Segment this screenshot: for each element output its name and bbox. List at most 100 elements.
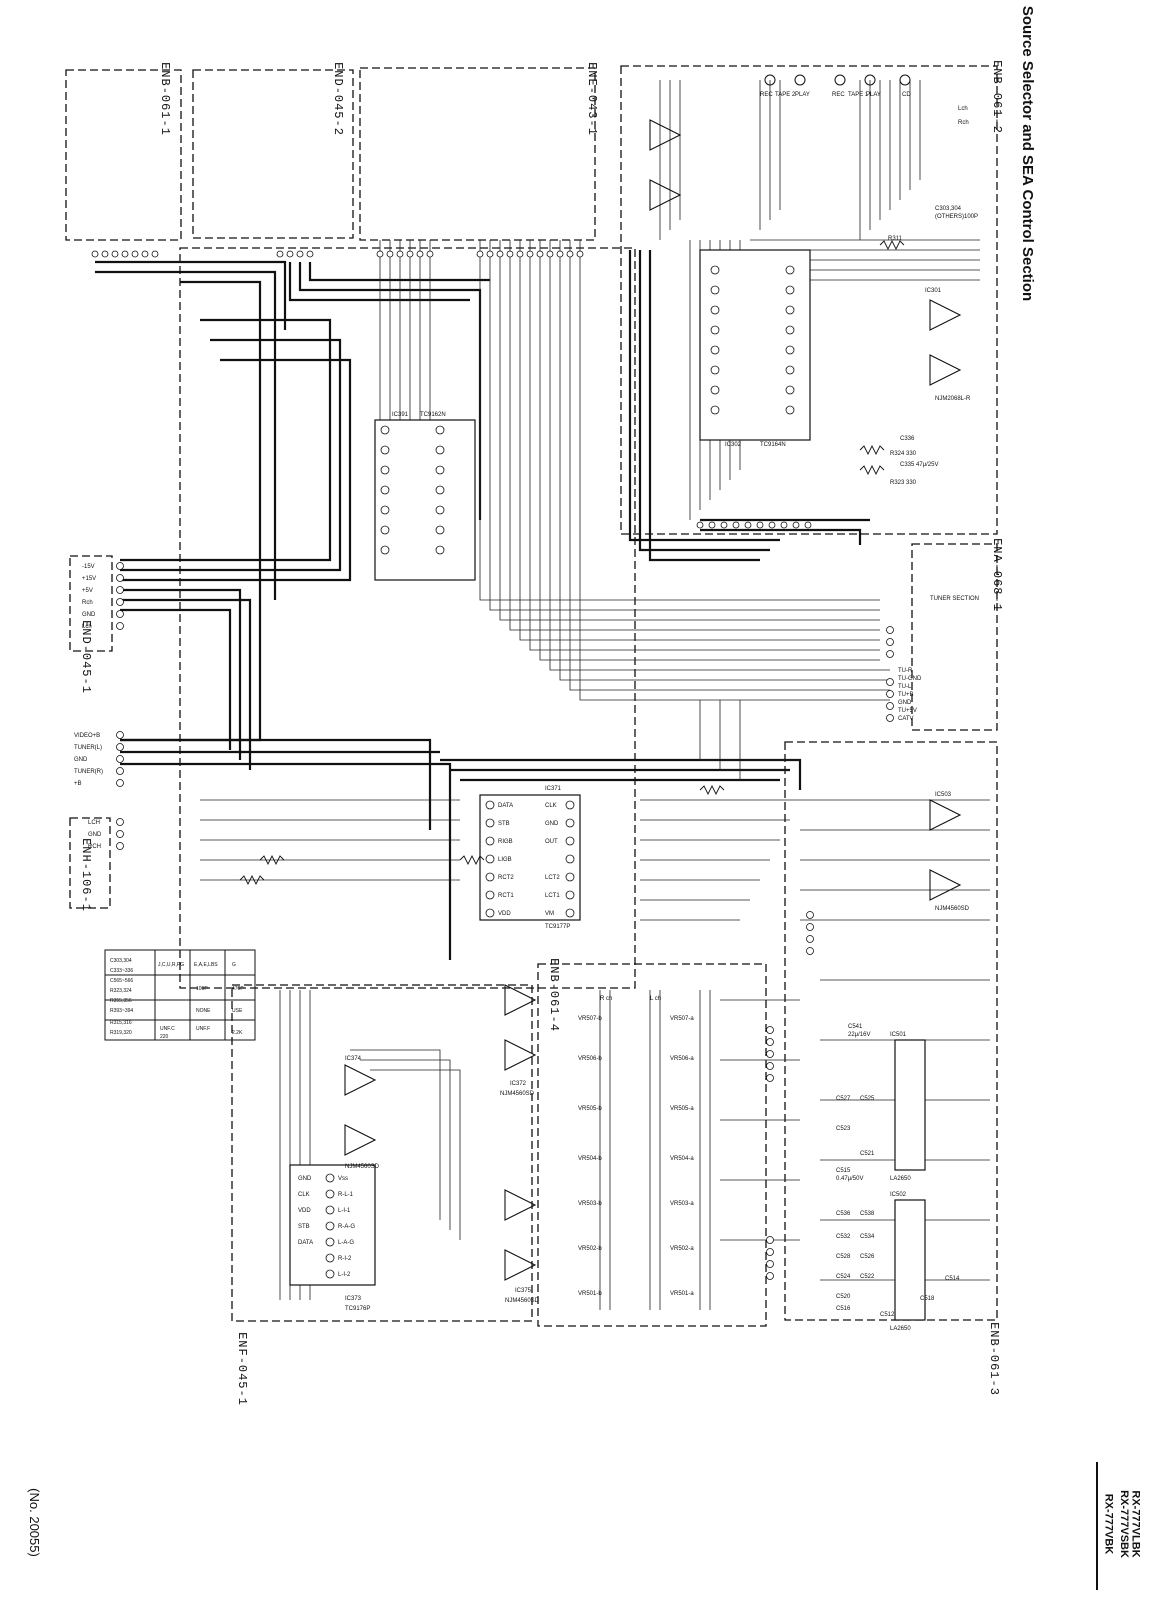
opamp-ic372b	[504, 1039, 537, 1071]
table-header: G	[232, 962, 236, 968]
opamp-ic375b	[504, 1249, 537, 1281]
cap-label: C514	[945, 1276, 960, 1282]
ic371-pin-label: OUT	[545, 839, 558, 845]
vr-label: VR505-a	[670, 1106, 694, 1112]
cap-label: C532	[836, 1234, 851, 1240]
opamp-ic374a	[344, 1064, 377, 1096]
opamp-ic374b	[344, 1124, 377, 1156]
ic371-pins	[485, 800, 575, 918]
ic302-part: TC9164N	[760, 442, 786, 448]
ic391-body	[374, 419, 476, 581]
block-outline-enh-106-1	[69, 817, 111, 909]
block-outline-enb-061-2	[620, 65, 998, 535]
ic373-pin-label: STB	[298, 1224, 310, 1230]
cap-label: C518	[920, 1296, 935, 1302]
ic371-pin-label: DATA	[498, 803, 513, 809]
opamp-ic303b	[649, 179, 682, 211]
ic371-pin-label: GND	[545, 821, 559, 827]
block-outline-enb-061-4	[537, 963, 767, 1327]
misc-label: R324 330	[890, 451, 917, 457]
power-pin: -15V	[82, 564, 95, 570]
connector-header-pins	[91, 250, 812, 529]
video-pin: VIDEO+B	[74, 733, 100, 739]
lgr-pin: LCH	[88, 820, 100, 826]
lgr-pin: RCH	[88, 844, 101, 850]
cap-label: C526	[860, 1254, 875, 1260]
cap-label: 22μ/16V	[848, 1032, 870, 1038]
cap-label: C512	[880, 1312, 895, 1318]
ic302-pins	[710, 265, 795, 415]
bus-wire	[95, 260, 287, 742]
block-label-enb-061-1: ENB-061-1	[157, 62, 172, 136]
vr-label: VR504-b	[578, 1156, 602, 1162]
connector-pins	[116, 562, 894, 1280]
misc-label: C335 47μ/25V	[900, 462, 938, 468]
video-pin: TUNER(R)	[74, 769, 103, 775]
ic502-label: IC502	[890, 1192, 907, 1198]
main-board-outline	[179, 247, 636, 989]
ic371-pin-label: LCT1	[545, 893, 560, 899]
opamp-ic301b	[929, 354, 962, 386]
ic373-pin-label: VDD	[298, 1208, 311, 1214]
table-cell: R355,356	[110, 998, 132, 1004]
ic373-pin-label: R-L-1	[338, 1192, 354, 1198]
cap-label: C528	[836, 1254, 851, 1260]
jack-label: PLAY	[866, 92, 881, 98]
ic373-pin-label: Vss	[338, 1176, 348, 1182]
ic372-label: IC372	[510, 1081, 527, 1087]
ic501-part: LA2650	[890, 1176, 911, 1182]
vr-label: VR503-a	[670, 1201, 694, 1207]
table-cell: 470P	[232, 986, 244, 992]
resistor-r323	[859, 464, 885, 476]
block-label-ene-043-1: ENE-043-1	[584, 62, 599, 136]
ic373-label: IC373	[345, 1296, 362, 1302]
block-outline-ene-043-1	[359, 67, 596, 241]
misc-label: (OTHERS)100P	[935, 214, 978, 220]
ic371-pin-label: RCT2	[498, 875, 514, 881]
ic391-pins	[380, 425, 445, 555]
variant-table-frame	[104, 949, 256, 1041]
page-number: (No. 20055)	[26, 1488, 42, 1557]
jack-tape2-play	[794, 74, 806, 86]
block-outline-enf-045-1	[231, 984, 533, 1322]
table-cell: 2.2K	[232, 1030, 243, 1036]
tuner-pin: TU-L	[898, 684, 912, 690]
ic371-pin-label: LCT2	[545, 875, 560, 881]
ic375-label: IC375	[515, 1288, 532, 1294]
vr-label: VR503-b	[578, 1201, 602, 1207]
cap-label: 0.47μ/50V	[836, 1176, 863, 1182]
table-cell: R315,316	[110, 1020, 132, 1026]
cap-label: C523	[836, 1126, 851, 1132]
vr-label: VR502-b	[578, 1246, 602, 1252]
table-cell: C565~566	[110, 978, 133, 984]
signal-wire	[279, 990, 311, 1300]
vr-label: VR501-a	[670, 1291, 694, 1297]
video-pin: GND	[74, 757, 88, 763]
table-cell: R323,324	[110, 988, 132, 994]
signal-wire	[720, 999, 800, 1241]
ic373-pin-label: R-A-G	[338, 1224, 355, 1230]
ic371-pin-label: VDD	[498, 911, 511, 917]
cap-label: C521	[860, 1151, 875, 1157]
vr-label: VR504-a	[670, 1156, 694, 1162]
vr-label: VR507-b	[578, 1016, 602, 1022]
table-cell: NONE	[196, 1008, 211, 1014]
block-outline-ena-068-1	[911, 543, 998, 731]
power-pin: GND	[82, 612, 96, 618]
cap-label: C524	[836, 1274, 851, 1280]
table-cell: 100P	[196, 986, 208, 992]
bus-wire	[120, 318, 352, 582]
tuner-pin: TU-GND	[898, 676, 922, 682]
jack-label: Lch	[958, 106, 968, 112]
ic502-part: LA2650	[890, 1326, 911, 1332]
opamp-ic503b	[929, 869, 962, 901]
block-outline-end-045-1	[69, 555, 113, 652]
ic503-label: IC503	[935, 792, 952, 798]
ic374-label: IC374	[345, 1056, 362, 1062]
block-label-enb-061-3: ENB-061-3	[986, 1322, 1001, 1396]
jack-label: Rch	[958, 120, 969, 126]
bus-wire	[628, 250, 780, 562]
tuner-pin: CATV	[898, 716, 914, 722]
variant-table-grid	[105, 950, 255, 1040]
